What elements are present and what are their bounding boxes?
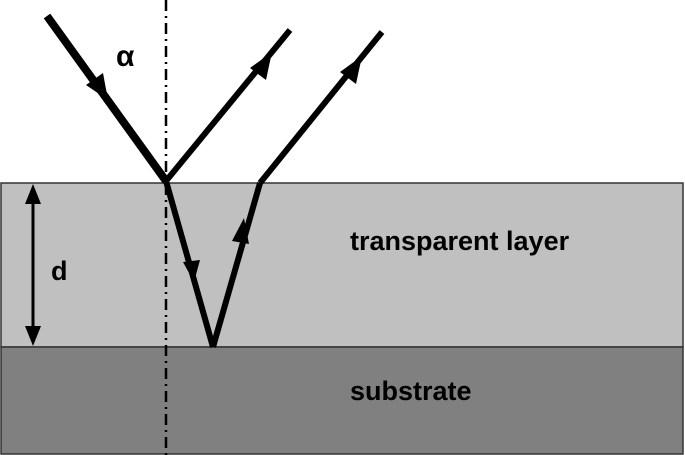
reflected-ray-surface [163, 28, 293, 183]
refracted-ray-up [210, 182, 263, 348]
angle-label: α [116, 40, 135, 73]
substrate-region [0, 346, 684, 455]
transparent-layer-label: transparent layer [350, 226, 570, 256]
refracted-ray-down [163, 180, 216, 348]
thickness-dimension-arrow [25, 184, 41, 346]
substrate-label: substrate [350, 376, 472, 406]
incident-ray [43, 13, 170, 184]
transmitted-ray-exit [257, 30, 385, 185]
thickness-label: d [51, 256, 68, 286]
transparent-layer-region [0, 182, 684, 348]
